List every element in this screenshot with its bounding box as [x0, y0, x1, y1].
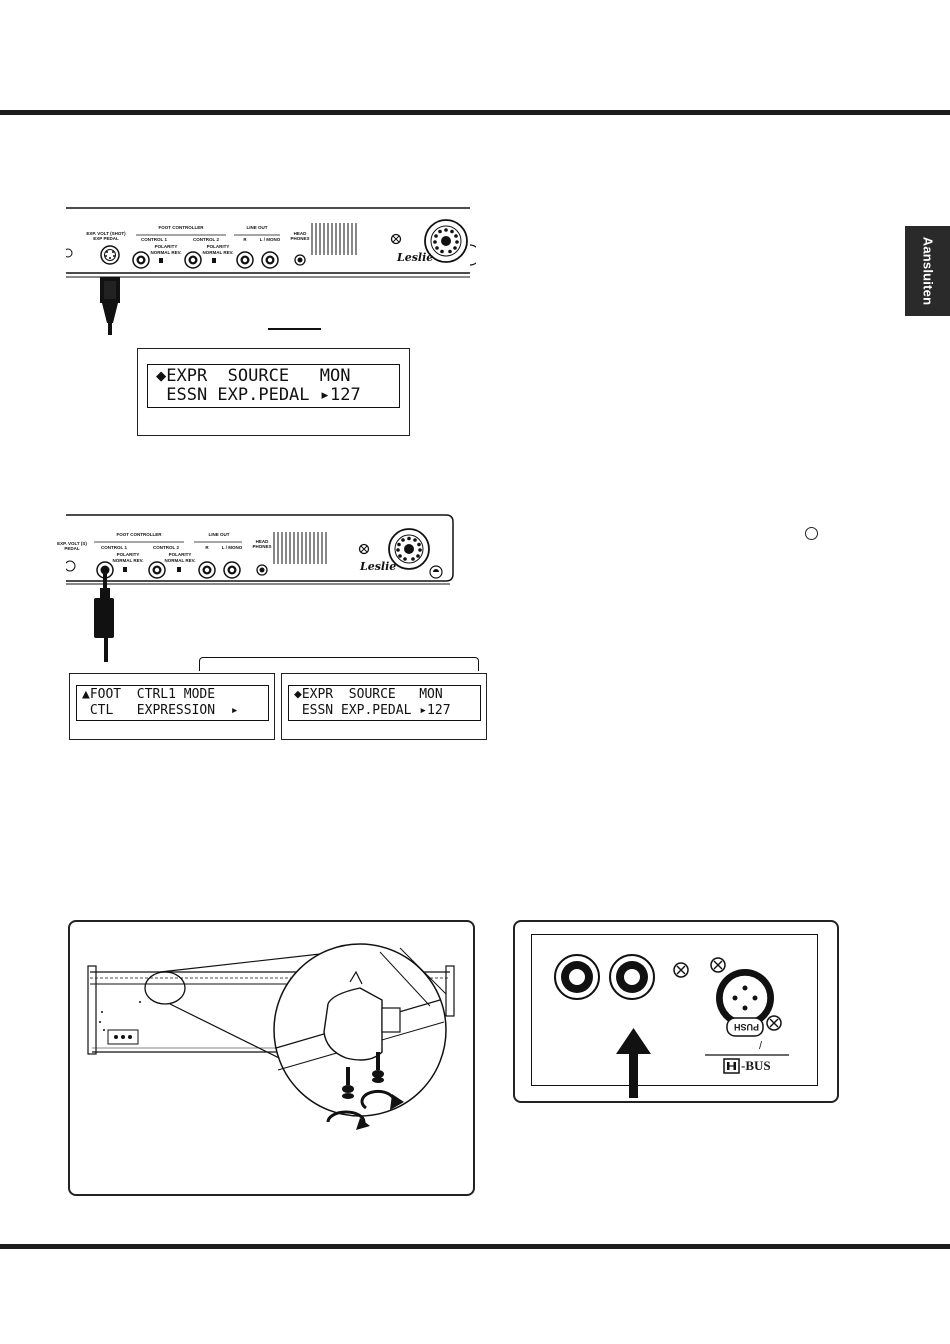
rear-panel-1-drawing	[66, 207, 476, 335]
normal-rev-1-2-label: NORMAL REV.	[112, 558, 144, 563]
line-out-2-label: LINE OUT	[208, 532, 230, 537]
lcd-display-2-line-1: ▲FOOT CTRL1 MODE	[82, 687, 216, 702]
lcd-display-3-line-1: ◆EXPR SOURCE MON	[294, 687, 443, 702]
section-tab-label: Aansluiten	[920, 236, 935, 306]
lcd-display-2: ▲FOOT CTRL1 MODE CTL EXPRESSION ▸	[69, 673, 275, 740]
connector-panel-drawing	[554, 954, 789, 1098]
normal-rev-1-label: NORMAL REV.	[150, 250, 182, 255]
leslie-logo-2: Leslie	[360, 560, 397, 573]
foot-controller-label: FOOT CONTROLLER	[158, 225, 204, 230]
lcd1-pointer-rule	[268, 328, 321, 330]
line-out-r-label: R	[243, 237, 247, 242]
exp-pedal-2-label: EXP. VOLT (S) PEDAL	[57, 541, 87, 551]
lcd-display-1-line-1: ◆EXPR SOURCE MON	[156, 366, 351, 386]
lcd-display-1-screen: ◆EXPR SOURCE MON ESSN EXP.PEDAL ▸127	[147, 364, 400, 408]
lcd-display-3-line-2: ESSN EXP.PEDAL ▸127	[294, 703, 451, 718]
connector-panel-inner-frame	[531, 934, 818, 1086]
leslie-logo: Leslie	[397, 251, 434, 264]
control-1-2-label: CONTROL 1	[101, 545, 127, 550]
lcd3-bracket	[199, 657, 479, 671]
connector-panel-box: PUSH / -BUS	[513, 920, 839, 1103]
rear-panel-2-drawing	[66, 514, 454, 662]
rear-panel-diagram-2: EXP. VOLT (S) PEDAL FOOT CONTROLLER CONT…	[57, 514, 458, 664]
lcd-display-2-line-2: CTL EXPRESSION ▸	[82, 703, 239, 718]
polarity-2-label: POLARITY	[206, 244, 230, 249]
feet-adjust-box	[68, 920, 475, 1196]
line-out-label: LINE OUT	[246, 225, 268, 230]
foot-controller-2-label: FOOT CONTROLLER	[116, 532, 162, 537]
lcd-display-3-screen: ◆EXPR SOURCE MON ESSN EXP.PEDAL ▸127	[288, 685, 481, 721]
rear-panel-diagram-1: EXP. VOLT (SHOT) EXP PEDAL FOOT CONTROLL…	[66, 205, 476, 335]
line-out-l-mono-2-label: L / MONO	[221, 545, 243, 550]
line-out-l-mono-label: L / MONO	[259, 237, 281, 242]
control-2-2-label: CONTROL 2	[153, 545, 179, 550]
feet-adjust-drawing	[87, 943, 455, 1130]
headphones-2-label: HEAD PHONES	[252, 539, 272, 549]
circle-mark-icon	[805, 527, 818, 540]
lcd-display-2-screen: ▲FOOT CTRL1 MODE CTL EXPRESSION ▸	[76, 685, 269, 721]
control-2-label: CONTROL 2	[193, 237, 219, 242]
top-rule	[0, 110, 950, 115]
headphones-label: HEAD PHONES	[290, 231, 310, 241]
normal-rev-2-2-label: NORMAL REV.	[164, 558, 196, 563]
bus-slash-label: /	[759, 1040, 763, 1052]
polarity-2-2-label: POLARITY	[168, 552, 192, 557]
polarity-1-label: POLARITY	[154, 244, 178, 249]
lcd-display-1-line-2: ESSN EXP.PEDAL ▸127	[156, 385, 361, 405]
exp-pedal-label: EXP. VOLT (SHOT) EXP PEDAL	[86, 231, 126, 241]
normal-rev-2-label: NORMAL REV.	[202, 250, 234, 255]
polarity-1-2-label: POLARITY	[116, 552, 140, 557]
bottom-rule	[0, 1244, 950, 1249]
push-label: PUSH	[734, 1022, 760, 1032]
lcd-display-1: ◆EXPR SOURCE MON ESSN EXP.PEDAL ▸127	[137, 348, 410, 436]
control-1-label: CONTROL 1	[141, 237, 167, 242]
line-out-r-2-label: R	[205, 545, 209, 550]
section-side-tab: Aansluiten	[905, 226, 950, 316]
bus-label: -BUS	[741, 1058, 771, 1073]
lcd-display-3: ◆EXPR SOURCE MON ESSN EXP.PEDAL ▸127	[281, 673, 487, 740]
